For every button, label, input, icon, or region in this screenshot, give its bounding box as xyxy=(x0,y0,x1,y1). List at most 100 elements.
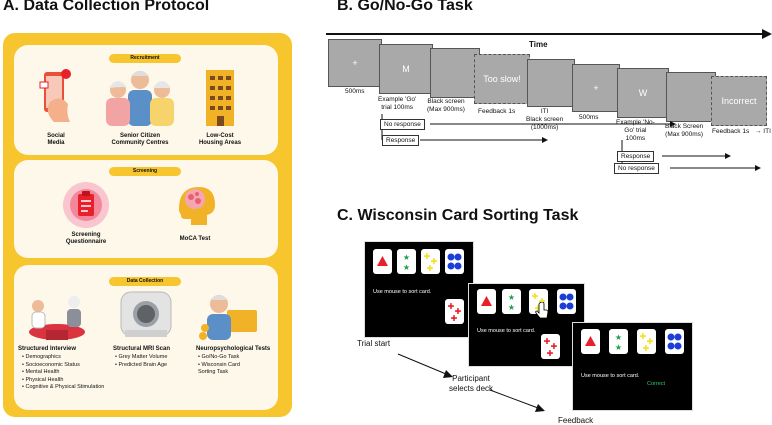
time-arrow xyxy=(326,29,772,39)
recruit-centres-label: Senior Citizen Community Centres xyxy=(111,133,169,146)
bullet: • Cognitive & Physical Stimulation xyxy=(22,384,105,390)
screen-iti xyxy=(527,59,575,107)
no-response-box-2: No response xyxy=(614,163,659,174)
bullet: • Physical Health xyxy=(22,376,64,383)
flow-arrows xyxy=(397,353,545,412)
svg-text:✚: ✚ xyxy=(424,252,431,261)
mri-bullets: • Grey Matter Volume • Predicted Brain A… xyxy=(115,354,167,369)
svg-text:✚: ✚ xyxy=(431,257,438,266)
response-box-2: Response xyxy=(617,151,655,162)
no-response-box-1: No response xyxy=(380,119,425,130)
neuro-bullets: • Go/No-Go Task • Wisconsin Card Sorting… xyxy=(198,354,240,377)
svg-text:✚: ✚ xyxy=(640,332,647,341)
mri-icon xyxy=(120,291,172,337)
screen-nogo-w: W xyxy=(617,68,669,118)
bullet: • Go/No-Go Task xyxy=(198,354,240,360)
svg-text:✚: ✚ xyxy=(448,302,455,311)
screening-pill: Screening xyxy=(109,167,181,176)
feedback-correct: Correct xyxy=(647,381,666,387)
ref-card-crosses: ✚✚✚ xyxy=(421,249,440,274)
hand-cursor-icon xyxy=(535,302,549,318)
collection-pill: Data Collection xyxy=(109,277,181,286)
interview-title: Structured Interview xyxy=(18,346,77,352)
svg-text:★: ★ xyxy=(615,333,622,342)
caption-nogo: Example 'No- Go' trial 100ms xyxy=(616,119,655,142)
svg-text:★: ★ xyxy=(615,343,622,352)
bullet: • Predicted Brain Age xyxy=(115,361,168,368)
panel-b-title: B. Go/No-Go Task xyxy=(337,0,473,14)
screen-too-slow: Too slow! xyxy=(474,54,530,104)
mri-title: Structural MRI Scan xyxy=(113,346,171,352)
wcst-screen-select: ★★ ✚✚✚ Use mouse to sort card. ✚✚✚ xyxy=(468,283,585,367)
panel-a-title: A. Data Collection Protocol xyxy=(3,0,210,14)
caption-fb1: Feedback 1s xyxy=(478,108,516,115)
panel-c-title: C. Wisconsin Card Sorting Task xyxy=(337,207,579,224)
recruit-social-label: Social Media xyxy=(47,133,65,146)
svg-text:★: ★ xyxy=(508,293,515,302)
neuro-test-icon xyxy=(199,295,257,340)
recruitment-pill: Recruitment xyxy=(109,54,181,63)
screening-questionnaire-label: Screening Questionnaire xyxy=(65,232,107,245)
ref-card-circles xyxy=(445,249,464,274)
wcst-screen-trial-start: ★★ ✚✚✚ Use mouse to sort card. ✚✚✚ xyxy=(364,241,474,338)
screen-fixation-2: + xyxy=(572,64,620,112)
brain-head-icon xyxy=(179,187,215,225)
screen-go-m: M xyxy=(379,44,433,94)
ref-card-stars: ★★ xyxy=(397,249,416,274)
ref-card-stars: ★★ xyxy=(609,329,628,354)
ref-card-triangle xyxy=(477,289,496,314)
response-lines xyxy=(381,114,761,171)
caption-go: Example 'Go' trial 100ms xyxy=(378,96,417,111)
svg-text:✚: ✚ xyxy=(643,344,650,353)
svg-text:✚: ✚ xyxy=(427,264,434,273)
recruit-housing-label: Low-Cost Housing Areas xyxy=(198,133,242,146)
step-select: Participant selects deck xyxy=(449,374,494,393)
building-icon xyxy=(206,70,234,126)
ref-card-crosses: ✚✚✚ xyxy=(637,329,656,354)
svg-text:✚: ✚ xyxy=(539,297,546,306)
stimulus-card[interactable]: ✚✚✚ xyxy=(541,334,560,359)
caption-iti: ITI Black screen (1000ms) xyxy=(526,108,564,131)
svg-text:✚: ✚ xyxy=(455,307,462,316)
svg-text:★: ★ xyxy=(403,253,410,262)
wcst-instruction: Use mouse to sort card. xyxy=(373,289,432,295)
screen-black-1 xyxy=(430,48,480,98)
caption-iti2: → ITI xyxy=(755,128,771,135)
interview-bullets: • Demographics • Socioeconomic Status • … xyxy=(22,354,104,392)
svg-text:✚: ✚ xyxy=(547,349,554,358)
stimulus-card[interactable]: ✚✚✚ xyxy=(445,299,464,324)
ref-card-triangle xyxy=(581,329,600,354)
svg-text:✚: ✚ xyxy=(544,337,551,346)
phone-icon xyxy=(39,69,71,122)
svg-text:✚: ✚ xyxy=(647,337,654,346)
response-box-1: Response xyxy=(382,135,420,146)
caption-black1: Black screen (Max 900ms) xyxy=(427,98,465,113)
svg-text:✚: ✚ xyxy=(451,314,458,323)
step-feedback: Feedback xyxy=(558,416,594,425)
ref-card-triangle xyxy=(373,249,392,274)
bullet: • Wisconsin Card Sorting Task xyxy=(198,361,240,376)
bullet: • Mental Health xyxy=(22,369,60,375)
caption-500b: 500ms xyxy=(579,114,599,121)
screen-fixation-1: + xyxy=(328,39,382,87)
caption-black2: Black Screen (Max 900ms) xyxy=(665,123,704,138)
wcst-instruction: Use mouse to sort card. xyxy=(477,328,536,334)
moca-label: MoCA Test xyxy=(179,236,211,242)
ref-card-stars: ★★ xyxy=(502,289,521,314)
svg-text:✚: ✚ xyxy=(551,342,558,351)
svg-text:✚: ✚ xyxy=(532,292,539,301)
svg-text:★: ★ xyxy=(403,263,410,272)
seniors-icon xyxy=(106,71,174,126)
interview-icon xyxy=(29,296,85,340)
bullet: • Grey Matter Volume xyxy=(115,354,168,360)
ref-card-circles xyxy=(557,289,576,314)
svg-text:✚: ✚ xyxy=(535,304,542,313)
clipboard-icon xyxy=(63,182,109,228)
bullet: • Demographics xyxy=(22,354,61,360)
step-trial-start: Trial start xyxy=(357,339,391,348)
caption-fb2: Feedback 1s xyxy=(712,128,750,135)
bullet: • Socioeconomic Status xyxy=(22,361,80,368)
caption-500a: 500ms xyxy=(345,88,365,95)
time-label: Time xyxy=(529,40,548,49)
neuro-title: Neuropsychological Tests xyxy=(196,346,271,352)
